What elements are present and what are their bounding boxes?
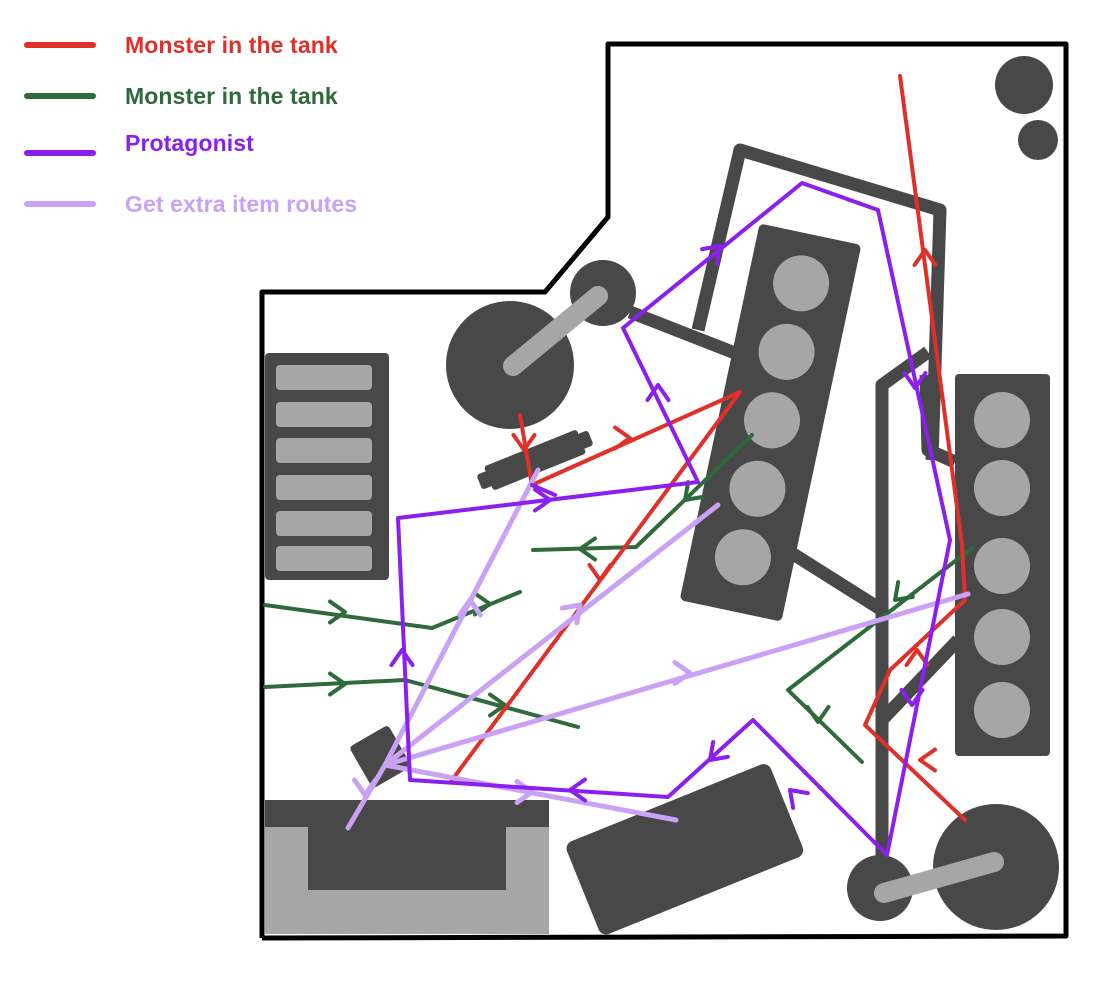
route-green-monster [786,546,974,764]
valve-top [446,260,636,429]
route-red-monster [450,390,742,782]
direction-arrow-icon [514,779,535,805]
direction-arrow-icon [683,480,705,502]
legend-label: Protagonist [125,130,254,156]
direction-arrow-icon [645,383,671,402]
outer-wall [259,41,1069,941]
route-green-monster [263,671,580,729]
route-green-monster [531,433,754,562]
valve-bottom [847,804,1059,930]
route-protagonist [389,181,952,857]
left-shelf [265,353,389,580]
legend-swatch-red [24,42,96,48]
legend-label: Monster in the tank [125,82,338,109]
direction-arrow-icon [700,244,722,266]
route-line [382,467,541,768]
direction-arrow-icon [918,747,937,773]
direction-arrow-icon [352,777,378,798]
route-line [396,181,952,857]
direction-arrow-icon [533,487,552,513]
route-extra-item [382,762,679,823]
route-line [863,74,967,822]
tank-column-right [955,374,1050,756]
direction-arrow-icon [788,788,810,810]
direction-arrow-icon [899,688,925,707]
legend: Monster in the tank Monster in the tank … [0,0,440,240]
route-line [531,433,754,552]
direction-arrow-icon [457,597,483,618]
direction-arrow-icon [902,371,928,390]
round-object-small [1018,120,1058,160]
direction-arrow-icon [912,248,938,267]
round-object-large [995,56,1053,114]
direction-arrow-icon [559,602,583,626]
legend-item-green-monster: Monster in the tank [24,81,338,111]
route-line [382,502,721,768]
legend-item-protagonist: Protagonist [24,130,254,162]
direction-arrow-icon [511,433,537,452]
large-crate [566,764,804,935]
direction-arrow-icon [328,599,347,625]
route-protagonist [530,483,557,497]
direction-arrow-icon [672,660,693,686]
legend-swatch-green [24,93,96,99]
direction-arrow-icon [578,536,597,562]
direction-arrow-icon [389,648,415,667]
tub [265,800,549,934]
direction-arrow-icon [587,563,613,582]
legend-label: Get extra item routes [125,190,358,217]
direction-arrow-icon [568,777,587,803]
routes-layer [263,74,974,857]
legend-swatch-lilac [24,201,96,207]
route-extra-item [382,467,541,768]
direction-arrow-icon [328,671,347,697]
route-green-monster [263,590,522,630]
route-line [530,483,557,497]
legend-swatch-purple [24,150,96,156]
tank-column-left [680,224,861,621]
direction-arrow-icon [613,425,632,451]
legend-label: Monster in the tank [125,31,338,58]
route-extra-item [382,502,721,768]
route-extra-item [382,591,971,768]
route-extra-item [345,762,388,831]
direction-arrow-icon [893,580,915,602]
direction-arrow-icon [708,740,730,762]
direction-arrow-icon [488,692,507,718]
legend-item-extra-item: Get extra item routes [24,189,357,219]
direction-arrow-icon [805,705,831,724]
legend-item-red-monster: Monster in the tank [24,30,338,60]
pipe-segment [477,430,593,490]
